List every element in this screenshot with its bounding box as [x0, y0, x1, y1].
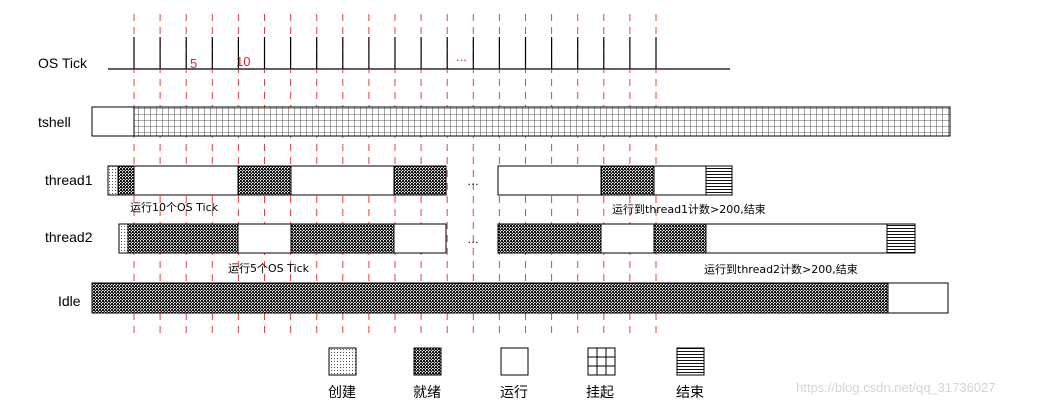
tick-label-5: 5	[190, 56, 197, 71]
thread1-ready-segment	[393, 165, 447, 196]
thread1-running-segment	[133, 165, 239, 196]
row-label-os-tick: OS Tick	[38, 55, 88, 71]
legend: 创建 就绪 运行 挂起 结束	[328, 347, 705, 401]
legend-swatch-running	[500, 347, 529, 376]
legend-swatch-finish	[676, 347, 705, 376]
thread1-ready-segment	[600, 165, 655, 196]
thread1-ready-segment	[237, 165, 292, 196]
os-tick-marks	[133, 37, 657, 69]
thread1-run-annotation: 运行10个OS Tick	[130, 201, 219, 214]
thread2-running-segment	[705, 223, 888, 254]
thread2-running-segment	[393, 223, 447, 254]
row-label-thread2: thread2	[45, 229, 93, 245]
thread2-run-annotation: 运行5个OS Tick	[228, 262, 310, 275]
legend-swatch-create	[328, 347, 357, 376]
thread2-ready-segment	[290, 223, 395, 254]
tick-ellipsis: ...	[456, 49, 467, 64]
thread2-create-segment	[118, 223, 129, 254]
row-label-tshell: tshell	[38, 114, 71, 130]
thread2-end-annotation: 运行到thread2计数>200,结束	[704, 263, 858, 276]
thread1-finish-segment	[705, 165, 733, 196]
thread1-ready-segment	[117, 165, 135, 196]
legend-label-finish: 结束	[676, 385, 704, 401]
thread2-running-segment	[600, 223, 655, 254]
tshell-suspend-segment	[133, 106, 951, 137]
idle-running-segment	[887, 282, 949, 314]
thread1-create-segment	[107, 165, 119, 196]
thread2-finish-segment	[886, 223, 916, 254]
idle-bar	[91, 282, 949, 314]
row-label-idle: Idle	[58, 293, 81, 309]
thread1-bar: …	[107, 165, 733, 196]
thread1-end-annotation: 运行到thread1计数>200,结束	[612, 203, 766, 216]
legend-swatch-suspend-grid	[588, 348, 615, 375]
legend-swatch-ready	[413, 347, 442, 376]
thread2-gap-ellipsis: …	[467, 232, 479, 246]
idle-ready-segment	[91, 282, 889, 314]
legend-label-ready: 就绪	[413, 385, 441, 401]
thread1-running-segment	[653, 165, 707, 196]
tick-label-10: 10	[236, 54, 250, 69]
legend-label-suspend: 挂起	[586, 385, 614, 401]
tshell-running-segment	[91, 106, 135, 137]
thread2-ready-segment	[653, 223, 707, 254]
thread1-gap-ellipsis: …	[467, 174, 479, 188]
thread1-running-segment	[290, 165, 395, 196]
watermark-text: https://blog.csdn.net/qq_31736027	[796, 380, 996, 395]
legend-swatch-suspend	[587, 347, 616, 376]
thread1-running-segment	[497, 165, 602, 196]
thread2-bar: …	[118, 223, 916, 254]
thread2-ready-segment	[127, 223, 239, 254]
thread2-ready-segment	[497, 223, 602, 254]
thread2-running-segment	[237, 223, 292, 254]
tshell-bar	[91, 106, 951, 137]
legend-label-create: 创建	[328, 385, 356, 401]
row-label-thread1: thread1	[45, 172, 93, 188]
legend-label-running: 运行	[500, 385, 528, 401]
